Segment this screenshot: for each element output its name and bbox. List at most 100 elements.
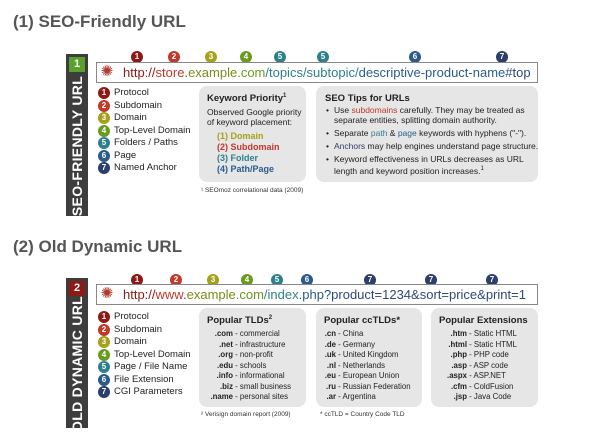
legend-item: Subdomain [114,323,163,335]
section1-vertical-bar: 1 SEO-FRIENDLY URL [66,54,88,216]
list-item-value: - commercial [235,329,280,338]
legend-num-icon: 2 [98,99,110,112]
gear-icon: ✺ [100,285,114,302]
list-item-value: - Static HTML [469,339,517,349]
url-subdomain: www [155,287,183,302]
list-item-key: .info [216,371,233,380]
list-item-value: - Java Code [469,392,512,401]
list-item-key: .jsp [453,392,467,401]
popular-tlds-card: Popular TLDs2 .com - commercial.net - in… [199,308,306,407]
list-item: .cfm - ColdFusion [437,382,517,393]
tip-item: Separate path & page keywords with hyphe… [326,128,540,138]
marker-subdomain: 2 [168,51,180,63]
list-item: .eu - European Union [322,371,411,382]
marker-protocol: 1 [131,274,143,286]
url-path: /topics/subtopic/ [265,65,359,80]
section2-footnote-tld: ² Verisign domain report (2009) [201,411,291,418]
list-item-value: - small business [235,381,292,391]
marker-domain: 3 [207,274,219,286]
section1-badge: 1 [69,57,85,72]
list-item-value: - personal sites [235,392,289,401]
url-protocol: http:// [123,287,156,302]
url-dot: . [184,65,189,80]
ext-rows: .htm - Static HTML.html - Static HTML.ph… [437,329,517,403]
marker-tld: 4 [240,51,252,63]
list-item-value: - United Kingdom [338,350,399,359]
list-item-value: - non-profit [235,350,273,359]
list-item: .htm - Static HTML [437,329,517,340]
list-item-key: .php [450,350,467,359]
legend-item: Domain [114,336,147,347]
url-subdomain: store [155,65,185,80]
keyword-priority-intro: Observed Google priority of keyword plac… [207,107,302,127]
gear-icon: ✺ [100,63,114,80]
marker-page: 5 [271,274,283,286]
url-tld: .com [235,287,264,302]
section2-bar-label: OLD DYNAMIC URL [69,296,85,432]
seo-tips-heading: SEO Tips for URLs [325,93,410,104]
marker-subdomain: 2 [170,274,182,286]
list-item-value: - schools [235,360,267,370]
cctld-rows: .cn - China.de - Germany.uk - United Kin… [322,329,411,403]
list-item: .php - PHP code [437,350,517,361]
url-path: /index [263,287,299,302]
url-anchor: #top [505,65,531,80]
list-item: .com - commercial [205,329,291,340]
tip-item: Anchors may help engines understand page… [326,141,540,151]
legend-num-icon: 3 [98,112,110,124]
list-item-key: .cfm [450,381,467,391]
keyword-priority-card: Keyword Priority1 Observed Google priori… [199,86,306,182]
list-item: .net - infrastructure [205,340,291,351]
list-item-key: .nl [326,360,336,370]
list-item: .biz - small business [205,382,291,393]
list-item-key: .org [218,350,233,359]
kw-item-path: (4) Path/Page [217,164,275,174]
list-item-value: - ASP code [469,360,509,370]
list-item: .ru - Russian Federation [322,382,411,393]
list-item-key: .ar [326,392,336,401]
list-item-value: - ColdFusion [469,381,514,391]
list-item: .nl - Netherlands [322,361,411,372]
legend-item: Protocol [114,311,149,322]
keyword-priority-heading: Keyword Priority1 [207,93,287,105]
list-item: .info - informational [205,371,291,382]
list-item-key: .name [210,392,233,401]
section2-badge: 2 [69,281,85,296]
legend-num-icon: 5 [98,361,110,373]
legend-num-icon: 2 [98,323,110,336]
list-item: .name - personal sites [205,392,291,403]
list-item-key: .cn [324,329,336,338]
marker-param-3: 7 [486,274,498,286]
list-item-value: - China [338,329,364,338]
list-item-key: .edu [216,360,233,370]
legend-item: Folders / Paths [114,137,178,148]
list-item-value: - Static HTML [469,329,517,338]
url-ext: .php [298,287,324,302]
legend-num-icon: 6 [98,373,110,386]
url-domain: example [186,287,236,302]
list-item: .org - non-profit [205,350,291,361]
legend-item: Named Anchor [114,162,177,173]
marker-extension: 6 [301,274,313,286]
list-item: .html - Static HTML [437,339,517,351]
list-item-value: - informational [235,371,285,380]
popular-cctlds-heading: Popular ccTLDs* [324,315,401,326]
list-item-key: .de [324,339,336,349]
marker-page: 6 [409,51,421,63]
list-item: .ar - Argentina [322,392,411,403]
list-item: .cn - China [322,329,411,340]
marker-anchor: 7 [496,51,508,63]
legend-num-icon: 7 [98,162,110,174]
section2-url: http://www.example.com/index.php?product… [123,285,526,304]
list-item: .uk - United Kingdom [322,350,411,361]
marker-folder-2: 5 [317,51,329,63]
seo-tips-card: SEO Tips for URLs Use subdomains careful… [316,86,538,182]
list-item-key: .biz [220,381,233,391]
list-item-value: - Argentina [338,392,376,401]
legend-item: Page [114,149,137,161]
legend-item: Subdomain [114,99,163,111]
list-item-key: .asp [451,360,467,370]
list-item: .de - Germany [322,340,411,351]
list-item-value: - European Union [338,371,400,380]
list-item-key: .html [448,339,467,349]
